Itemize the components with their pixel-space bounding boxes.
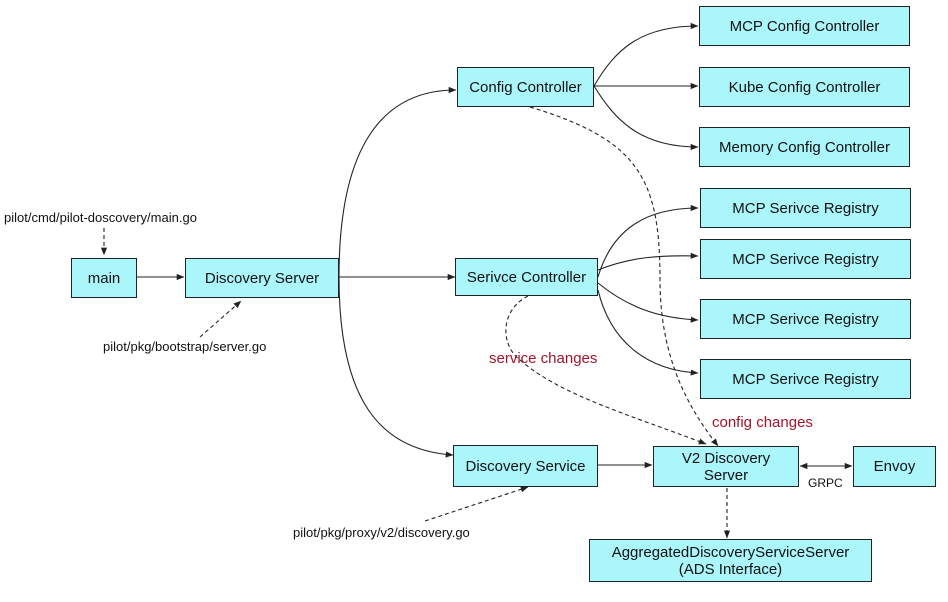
discovery-server-node: Discovery Server	[185, 258, 339, 298]
edge-config-changes	[529, 106, 719, 447]
discovery-go-note: pilot/pkg/proxy/v2/discovery.go	[293, 525, 470, 540]
envoy-node: Envoy	[853, 446, 936, 487]
edge-note-discovery-go	[424, 486, 529, 522]
kube-config-controller-node: Kube Config Controller	[699, 67, 910, 107]
ads-node: AggregatedDiscoveryServiceServer (ADS In…	[589, 539, 872, 582]
server-go-note: pilot/pkg/bootstrap/server.go	[103, 339, 267, 354]
edge-service-to-registry-3	[597, 282, 699, 323]
edge-note-server-go	[199, 300, 242, 338]
config-controller-node: Config Controller	[457, 67, 594, 107]
edge-config-to-memory-config	[593, 85, 699, 151]
edge-discovery-server-to-config-controller	[338, 86, 457, 278]
discovery-service-node: Discovery Service	[453, 445, 598, 487]
registry-node: MCP Serivce Registry	[700, 299, 911, 339]
edge-service-to-registry-4	[597, 289, 699, 376]
service-controller-node: Serivce Controller	[455, 258, 598, 296]
edge-discovery-server-to-discovery-service	[338, 276, 454, 458]
v2-discovery-server-node: V2 Discovery Server	[653, 446, 799, 487]
main-go-note: pilot/cmd/pilot-doscovery/main.go	[4, 210, 197, 225]
registry-node: MCP Serivce Registry	[700, 239, 911, 279]
edge-service-to-registry-2	[597, 252, 699, 271]
config-changes-label: config changes	[712, 414, 813, 431]
edge-config-to-mcp-config	[593, 22, 699, 87]
edge-service-to-registry-1	[597, 204, 699, 278]
main-node: main	[71, 258, 137, 298]
registry-node: MCP Serivce Registry	[700, 188, 911, 228]
service-changes-label: service changes	[489, 350, 598, 367]
edge-service-changes	[505, 295, 707, 445]
mcp-config-controller-node: MCP Config Controller	[699, 6, 910, 46]
memory-config-controller-node: Memory Config Controller	[699, 127, 910, 167]
grpc-label: GRPC	[808, 476, 843, 490]
registry-node: MCP Serivce Registry	[700, 359, 911, 399]
